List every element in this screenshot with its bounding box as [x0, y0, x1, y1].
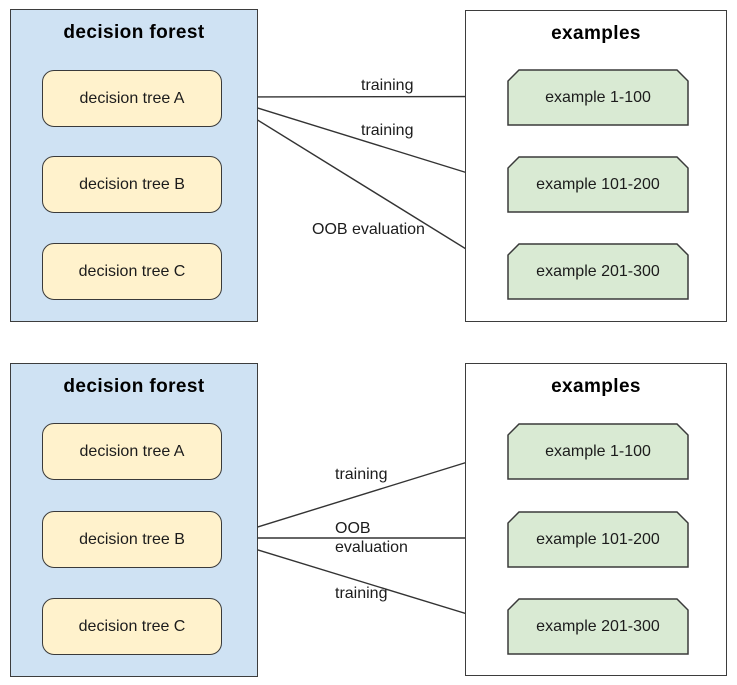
tree-node-c: decision tree C	[42, 598, 222, 655]
tree-node-a: decision tree A	[42, 70, 222, 127]
tree-node-label: decision tree B	[79, 175, 185, 193]
arrow-top-training-1	[221, 90, 503, 103]
example-node-1-100: example 1-100	[507, 69, 689, 126]
forest-panel-top: decision forest decision tree A decision…	[10, 9, 258, 322]
examples-panel-top: examples example 1-100 example 101-200 e…	[465, 10, 727, 322]
tree-node-c: decision tree C	[42, 243, 222, 300]
examples-panel-bottom: examples example 1-100 example 101-200 e…	[465, 363, 727, 676]
arrow-label-training: training	[335, 466, 388, 483]
tree-node-label: decision tree A	[79, 89, 185, 107]
example-node-label: example 201-300	[536, 262, 660, 280]
example-node-label: example 1-100	[545, 88, 651, 106]
example-node-label: example 101-200	[536, 530, 660, 548]
tree-node-label: decision tree C	[78, 262, 186, 280]
example-node-label: example 101-200	[536, 175, 660, 193]
chamfered-card-shape	[507, 423, 689, 480]
chamfered-card-shape	[507, 598, 689, 655]
arrow-top-training-2	[221, 96, 502, 185]
forest-panel-bottom: decision forest decision tree A decision…	[10, 363, 258, 677]
example-node-label: example 201-300	[536, 617, 660, 635]
arrow-label-training: training	[361, 122, 414, 139]
example-node-101-200: example 101-200	[507, 156, 689, 213]
example-node-label: example 1-100	[545, 442, 651, 460]
arrow-label-training: training	[335, 585, 388, 602]
arrow-label-training: training	[361, 77, 414, 94]
tree-node-label: decision tree C	[78, 617, 186, 635]
forest-title: decision forest	[63, 22, 205, 43]
example-node-201-300: example 201-300	[507, 598, 689, 655]
chamfered-card-shape	[507, 511, 689, 568]
tree-node-a: decision tree A	[42, 423, 222, 480]
example-node-101-200: example 101-200	[507, 511, 689, 568]
chamfered-card-shape	[507, 243, 689, 300]
example-node-1-100: example 1-100	[507, 423, 689, 480]
forest-title: decision forest	[63, 376, 205, 397]
chamfered-card-shape	[507, 156, 689, 213]
arrow-label-oob-evaluation: OOB evaluation	[335, 520, 408, 556]
tree-node-b: decision tree B	[42, 511, 222, 568]
tree-node-b: decision tree B	[42, 156, 222, 213]
tree-node-label: decision tree B	[79, 530, 185, 548]
arrow-label-oob-evaluation: OOB evaluation	[312, 221, 425, 238]
tree-node-label: decision tree A	[79, 442, 185, 460]
examples-title: examples	[551, 376, 641, 397]
chamfered-card-shape	[507, 69, 689, 126]
example-node-201-300: example 201-300	[507, 243, 689, 300]
examples-title: examples	[551, 23, 641, 44]
